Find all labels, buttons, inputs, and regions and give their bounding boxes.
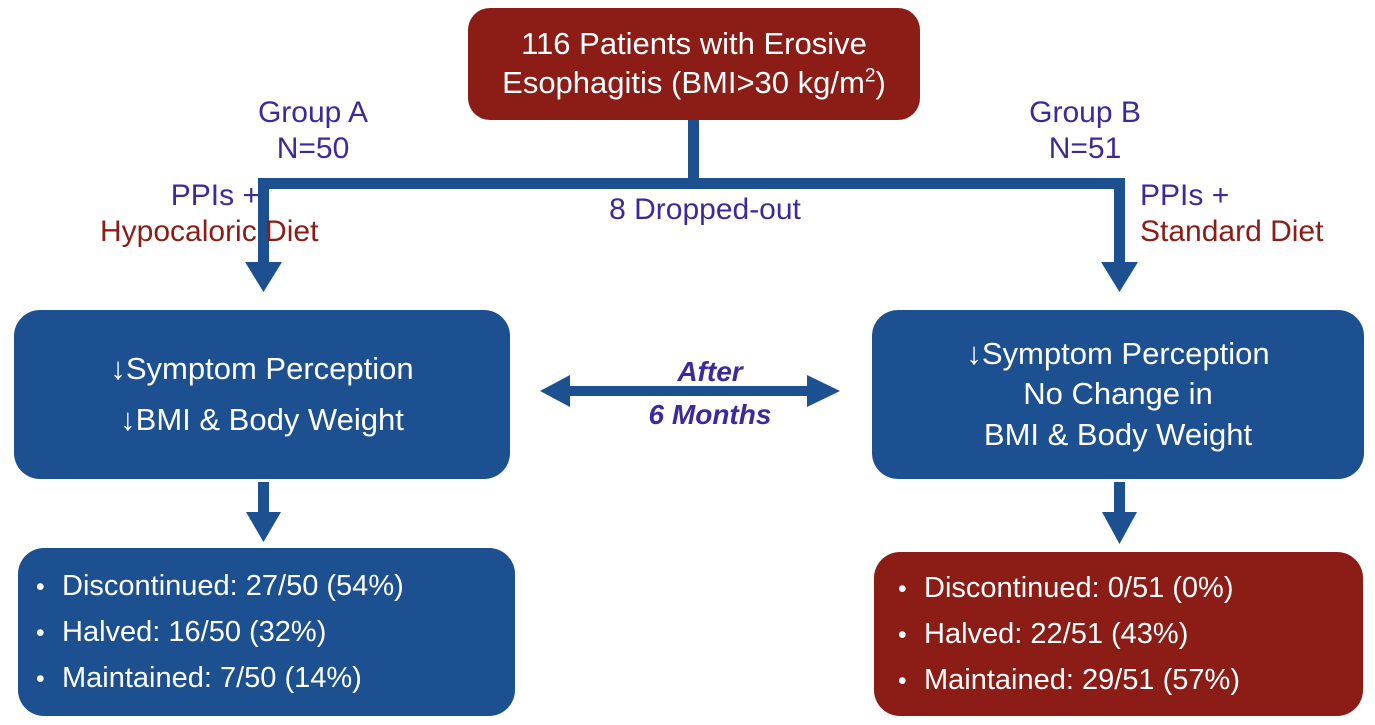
timepoint-label-line-1: After [677,356,743,387]
group-b-n: N=51 [1048,132,1122,165]
cohort-line-2-suffix: ) [875,65,886,100]
top-stem [688,120,699,182]
left-result-arrowhead [246,512,281,542]
timepoint-label-line-2: 6 Months [648,399,772,430]
group-b-outcome-line-1: ↓Symptom Perception [966,335,1270,371]
group-b-result-item: • Discontinued: 0/51 (0%) [898,565,1234,611]
comparison-arrow-right-head [807,375,840,407]
comparison-arrow-left-head [540,375,570,407]
group-b-result-text: Halved: 22/51 (43%) [924,617,1189,650]
right-result-line [1114,482,1125,516]
left-result-line [258,482,269,516]
group-b-result-text: Maintained: 29/51 (57%) [924,664,1240,697]
group-b-treatment-label: PPIs + Standard Diet [1140,178,1375,250]
group-a-result-text: Halved: 16/50 (32%) [62,615,327,648]
group-b-name: Group B [1029,96,1141,129]
horizontal-bar [258,178,1124,189]
group-b-treatment-line-1: PPIs + [1140,179,1230,212]
group-a-treatment-label: PPIs + Hypocaloric Diet [100,178,319,250]
cohort-line-2: Esophagitis (BMI>30 kg/m2) [502,64,886,103]
bullet-icon: • [898,668,907,696]
bullet-icon: • [36,619,45,647]
cohort-line-1: 116 Patients with Erosive [521,26,867,62]
group-b-result-item: • Halved: 22/51 (43%) [898,611,1188,657]
group-b-treatment-line-2: Standard Diet [1140,215,1324,248]
group-b-result-item: • Maintained: 29/51 (57%) [898,657,1240,703]
bullet-icon: • [898,575,907,603]
right-arm-arrowhead [1101,262,1138,292]
group-a-result-text: Maintained: 7/50 (14%) [62,662,362,695]
cohort-line-2-text: Esophagitis (BMI>30 kg/m [502,65,865,100]
cohort-superscript: 2 [864,65,876,87]
group-b-results-box: • Discontinued: 0/51 (0%) • Halved: 22/5… [874,552,1363,716]
bullet-icon: • [36,666,45,694]
group-a-n: N=50 [276,132,350,165]
dropout-label: 8 Dropped-out [609,193,801,226]
right-result-arrowhead [1102,512,1137,544]
right-arm-line [1114,178,1125,266]
group-a-outcome-box: ↓Symptom Perception ↓BMI & Body Weight [14,310,510,479]
group-a-label: Group A N=50 [178,95,448,167]
group-a-results-box: • Discontinued: 27/50 (54%) • Halved: 16… [18,548,515,716]
group-a-result-item: • Discontinued: 27/50 (54%) [36,563,404,609]
group-a-treatment-line-2: Hypocaloric Diet [100,215,319,248]
group-a-result-text: Discontinued: 27/50 (54%) [62,569,404,602]
group-b-result-text: Discontinued: 0/51 (0%) [924,571,1234,604]
group-a-treatment-line-1: PPIs + [170,179,260,212]
left-arm-arrowhead [245,262,282,292]
group-b-outcome-line-3: BMI & Body Weight [983,416,1253,452]
cohort-box: 116 Patients with Erosive Esophagitis (B… [468,8,920,120]
bullet-icon: • [898,621,907,649]
bullet-icon: • [36,573,45,601]
group-a-name: Group A [257,96,369,129]
group-b-label: Group B N=51 [950,95,1220,167]
group-a-result-item: • Halved: 16/50 (32%) [36,609,326,655]
group-a-outcome-line-2: ↓BMI & Body Weight [120,401,404,437]
group-b-outcome-line-2: No Change in [1023,376,1213,412]
group-a-outcome-line-1: ↓Symptom Perception [110,350,414,386]
group-a-result-item: • Maintained: 7/50 (14%) [36,655,362,701]
group-b-outcome-box: ↓Symptom Perception No Change in BMI & B… [872,310,1364,479]
